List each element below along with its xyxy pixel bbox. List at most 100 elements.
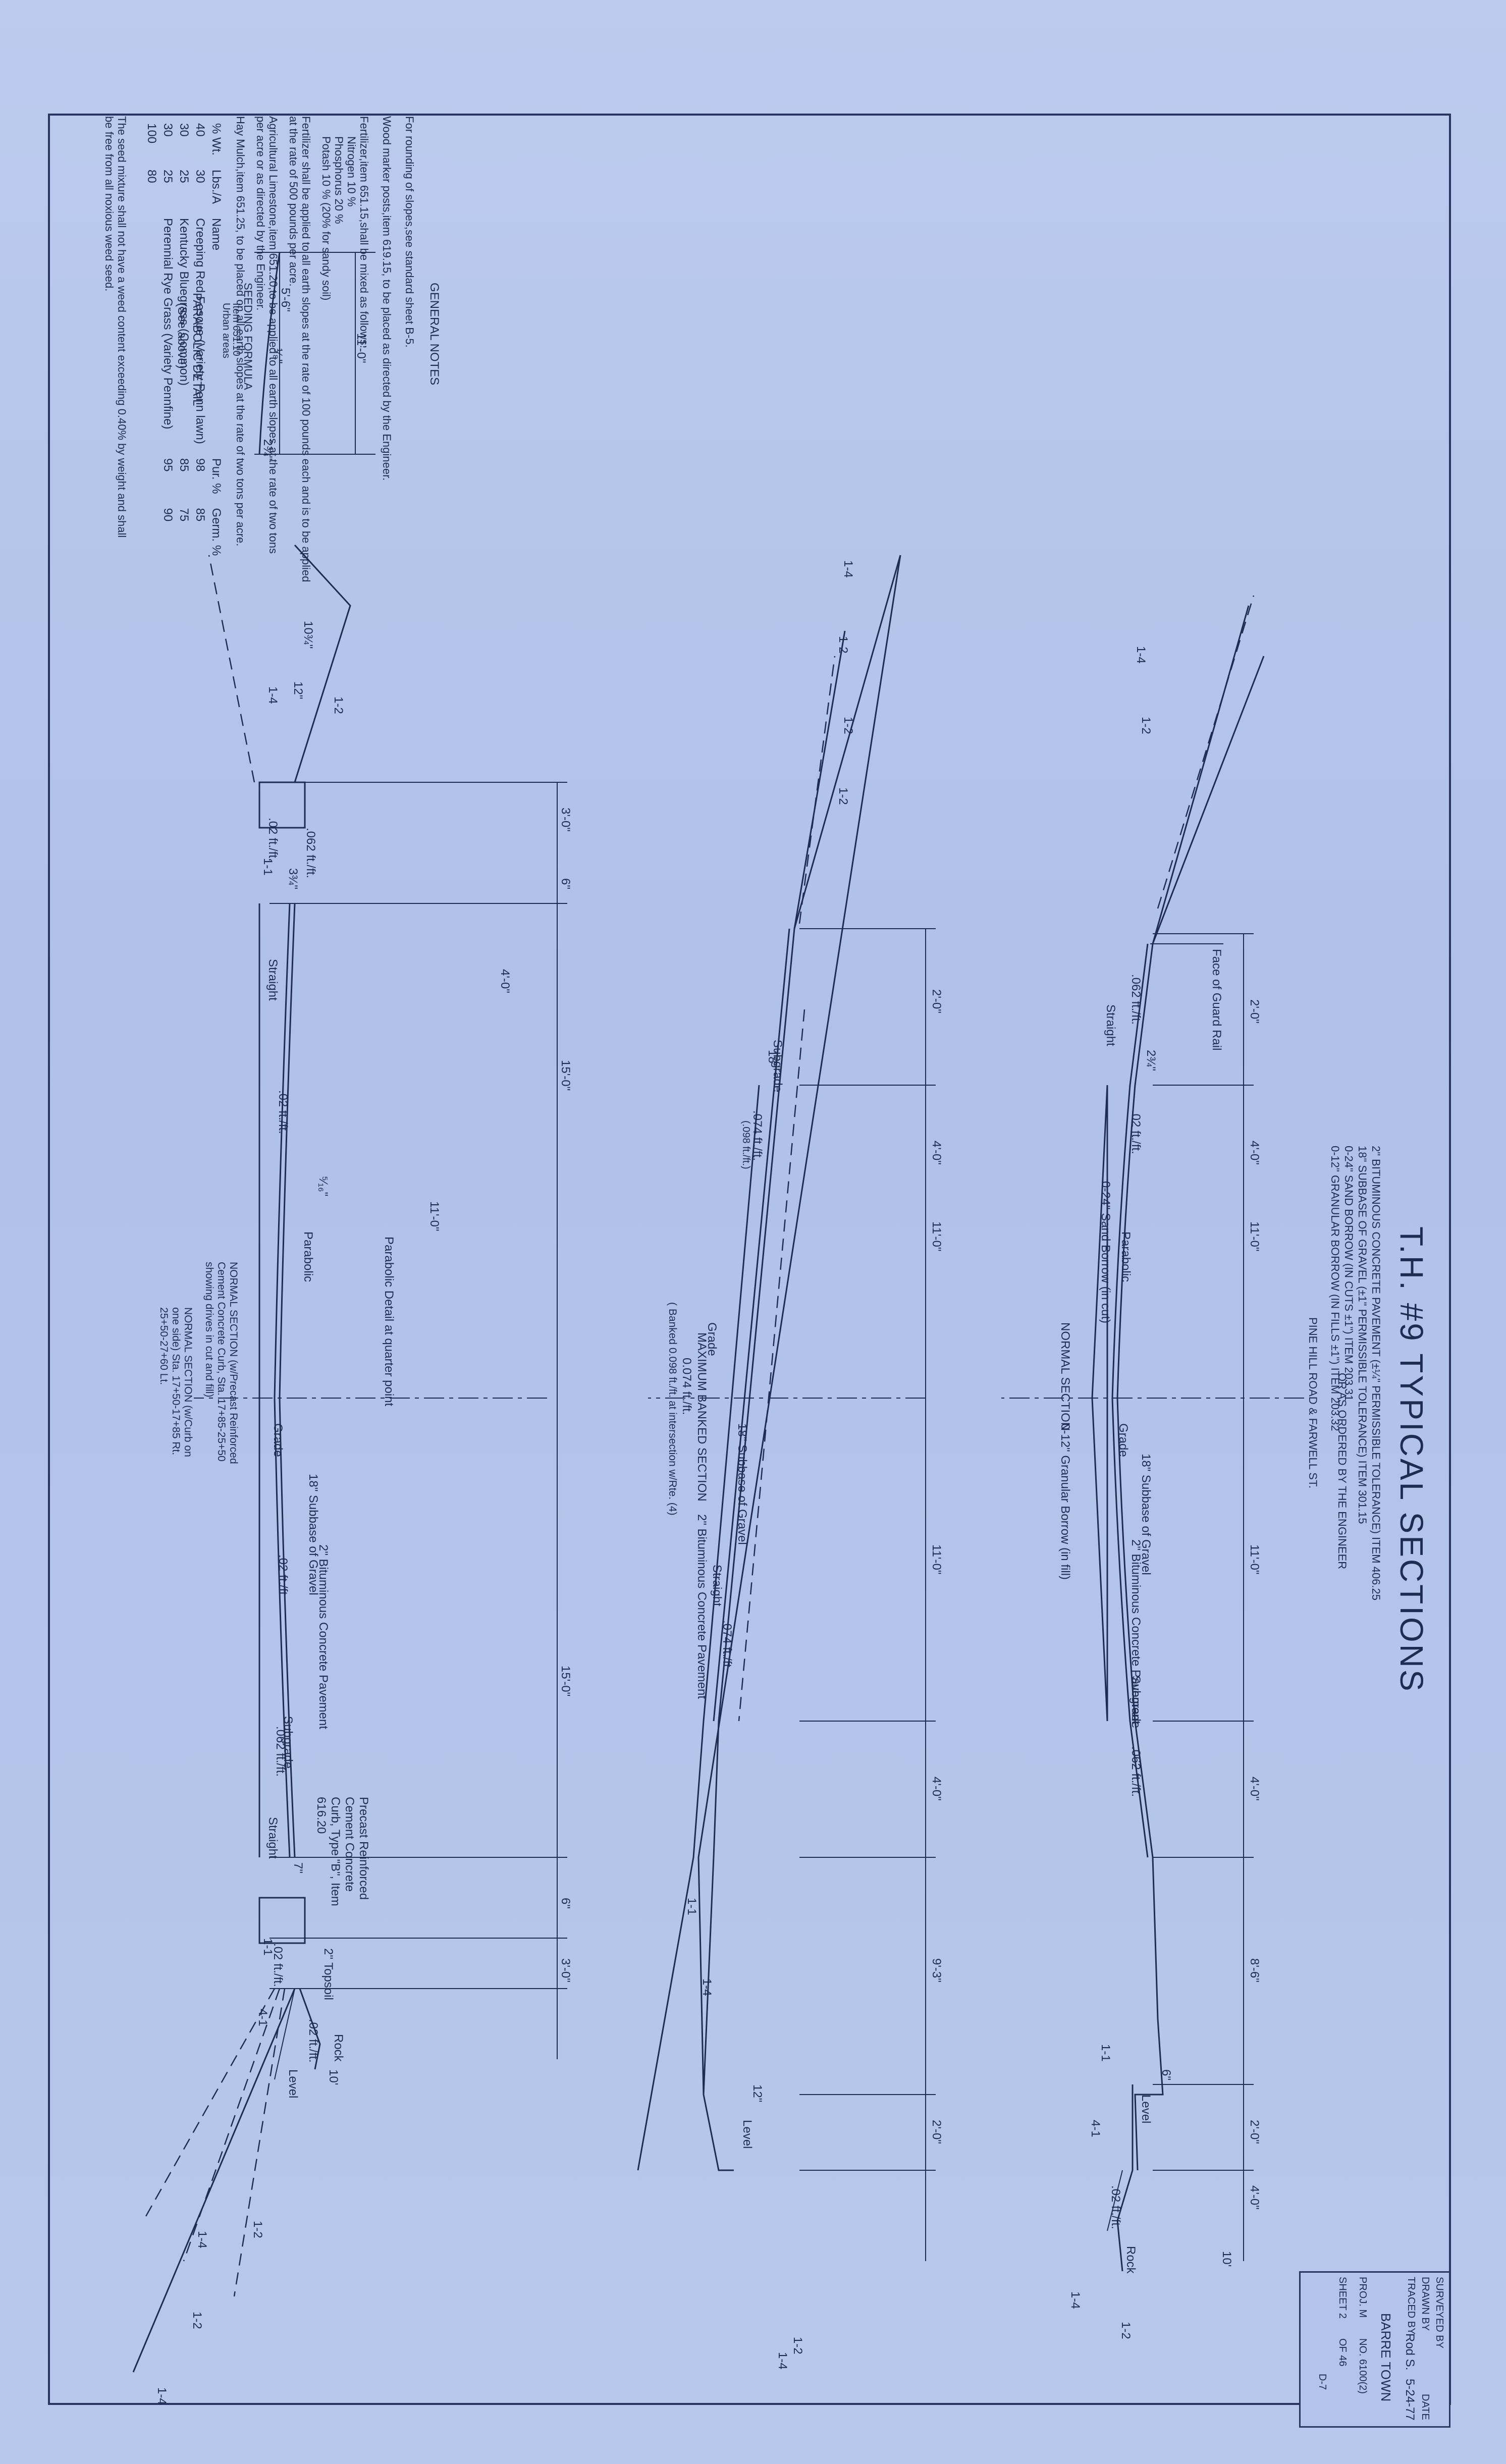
title-block: SURVEYED BY DRAWN BY TRACED BY Rod S. DA…	[1299, 2271, 1450, 2428]
normal-grade: Grade	[1116, 1423, 1130, 1457]
curb-rock: Rock	[332, 2034, 345, 2062]
normal-dim-4: 11'-0"	[1248, 1544, 1261, 1575]
parabolic-detail-drawing	[254, 252, 375, 455]
curb-r7: 1-2	[251, 2221, 264, 2238]
curb-pavement: 2" Bituminous Concrete Pavement	[316, 1544, 330, 1730]
curb-subgrade: Subgrade	[281, 1716, 295, 1769]
normal-straight: Straight	[1104, 1004, 1117, 1046]
curb-dim-2: 6"	[559, 878, 572, 889]
normal-slope-mid: .02 ft./ft.	[1129, 1110, 1143, 1154]
normal-dim-3: 11'-0"	[1248, 1221, 1261, 1252]
curb-dim-6: 3'-0"	[559, 1958, 572, 1983]
banked-subbase: 18" Subbase of Gravel	[735, 1423, 749, 1545]
parabolic-dim-end: 2¾"	[261, 439, 275, 460]
curb-r6: 1-4	[195, 2231, 209, 2248]
curb-dim-7: 4'-0"	[498, 969, 512, 993]
banked-level: Level	[740, 2120, 754, 2149]
curb-r4: 1-1	[261, 1938, 275, 1956]
banked-r3: 1-2	[841, 717, 855, 734]
banked-rate-alt: (.098 ft./ft.)	[740, 1120, 751, 1169]
normal-ratio-12: 1-2	[1139, 717, 1153, 734]
parabolic-dim-half: 5'-6"	[279, 288, 292, 312]
normal-dim-1: 2'-0"	[1248, 999, 1261, 1024]
banked-r2: 1-2	[836, 636, 850, 654]
curb-dim-5: 6"	[559, 1898, 572, 1909]
banked-r5: 1-4	[700, 1978, 714, 1996]
curb-dim-7: 7"	[291, 1862, 305, 1873]
tb-proj: PROJ. M	[1357, 2277, 1368, 2318]
tb-town: BARRE TOWN	[1378, 2313, 1393, 2402]
curb-slope-l1: .02 ft./ft.	[266, 818, 280, 862]
normal-dim-6in: 6"	[1159, 2069, 1173, 2080]
curb-r1: 1-4	[266, 686, 280, 704]
curb-dim-1: 3'-0"	[559, 808, 572, 832]
banked-caption-note: ( Banked 0.098 ft./ft. at intersection w…	[667, 1302, 678, 1516]
tb-traced: TRACED BY	[1406, 2277, 1417, 2335]
normal-slope-rock: .02 ft./ft.	[1109, 2185, 1122, 2229]
normal-ratio-14c: 4-1	[1089, 2120, 1102, 2137]
normal-ratio-11: 1-1	[1099, 2044, 1112, 2062]
parabolic-dim-total: 11'-0"	[354, 333, 368, 363]
normal-ratio-12b: 1-2	[1119, 2322, 1133, 2339]
curb-r3: 1-1	[261, 858, 275, 876]
normal-dim-5: 4'-0"	[1248, 1777, 1261, 1801]
banked-dim-18: 18"	[766, 1050, 779, 1068]
normal-rock: Rock	[1124, 2246, 1138, 2274]
banked-r6: 1-2	[791, 2337, 804, 2354]
curb-straight-right: Straight	[266, 1817, 280, 1859]
banked-r4: 1-2	[836, 787, 850, 805]
normal-section-caption: NORMAL SECTION	[1058, 1322, 1072, 1431]
curb-straight-left: Straight	[266, 959, 280, 1001]
curb-slope-mid: .02 ft./ft.	[276, 1090, 290, 1134]
normal-section-drawing	[1001, 595, 1304, 2272]
banked-section-drawing	[637, 555, 936, 2261]
curb-slope-l2: .062 ft./ft.	[304, 828, 317, 879]
curb-caption: NORMAL SECTION (w/Precast Reinforced Cem…	[203, 1262, 239, 1464]
normal-subgrade: Subgrade	[1129, 1676, 1143, 1729]
banked-rate-right: .074 ft./ft.	[720, 1620, 734, 1671]
tb-drawn: DRAWN BY	[1420, 2277, 1431, 2331]
banked-straight: Straight	[710, 1565, 724, 1606]
normal-level: Level	[1139, 2095, 1153, 2124]
curb-r9: 1-2	[190, 2312, 204, 2329]
curb-caption-2: NORMAL SECTION (w/Curb on one side) Sta.…	[158, 1307, 194, 1457]
curb-dim-8: 11'-0"	[427, 1201, 441, 1231]
tb-surveyed: SURVEYED BY	[1434, 2277, 1445, 2348]
sheet-border	[48, 114, 1451, 2405]
banked-dim-6: 9'-3"	[930, 1958, 943, 1983]
tb-of: OF 46	[1337, 2338, 1348, 2367]
normal-dim-2: 4'-0"	[1248, 1141, 1261, 1165]
banked-dim-5: 4'-0"	[930, 1777, 943, 1801]
curb-topsoil: 2" Topsoil	[321, 1948, 335, 2000]
banked-dim-3: 11'-0"	[930, 1221, 943, 1252]
curb-r5: 4-1	[256, 2009, 270, 2026]
curb-slope-r4: .02 ft./ft.	[306, 2019, 320, 2063]
normal-ratio-14: 1-4	[1134, 646, 1148, 664]
normal-slope-left: .062 ft./ft.	[1129, 974, 1143, 1025]
curb-parabolic-detail-note: Parabolic Detail at quarter point	[382, 1237, 396, 1407]
curb-grade: Grade	[271, 1423, 285, 1457]
banked-rate-left: .074 ft./ft.	[750, 1110, 764, 1161]
curb-dim-3: 15'-0"	[559, 1060, 572, 1091]
banked-r7: 1-4	[776, 2352, 789, 2370]
normal-dim-234: 2¾"	[1144, 1050, 1158, 1071]
normal-dim-9: 10'	[1220, 2251, 1233, 2267]
curb-section-drawing	[132, 544, 567, 2373]
curb-dim-516: ⁵⁄₁₆"	[316, 1176, 330, 1197]
curb-r8: 1-4	[155, 2387, 169, 2405]
banked-dim-1: 2'-0"	[930, 989, 943, 1013]
face-of-guard-rail-label: Face of Guard Rail	[1210, 949, 1223, 1051]
tb-note: D-7	[1317, 2374, 1328, 2390]
tb-sheet: SHEET 2	[1337, 2277, 1348, 2319]
normal-sand-borrow: 0-24" Sand Borrow (in cut)	[1099, 1181, 1112, 1323]
banked-caption: MAXIMUM BANKED SECTION	[695, 1332, 709, 1502]
parabolic-caption: PARABOLIC DETAIL	[190, 293, 204, 406]
tb-proj-no: NO. 6100(2)	[1357, 2338, 1368, 2394]
curb-dim-9: 10'	[327, 2069, 340, 2085]
tb-tracer: Rod S.	[1403, 2333, 1417, 2371]
curb-level: Level	[286, 2069, 300, 2099]
parabolic-sub: (See above)	[175, 303, 189, 369]
